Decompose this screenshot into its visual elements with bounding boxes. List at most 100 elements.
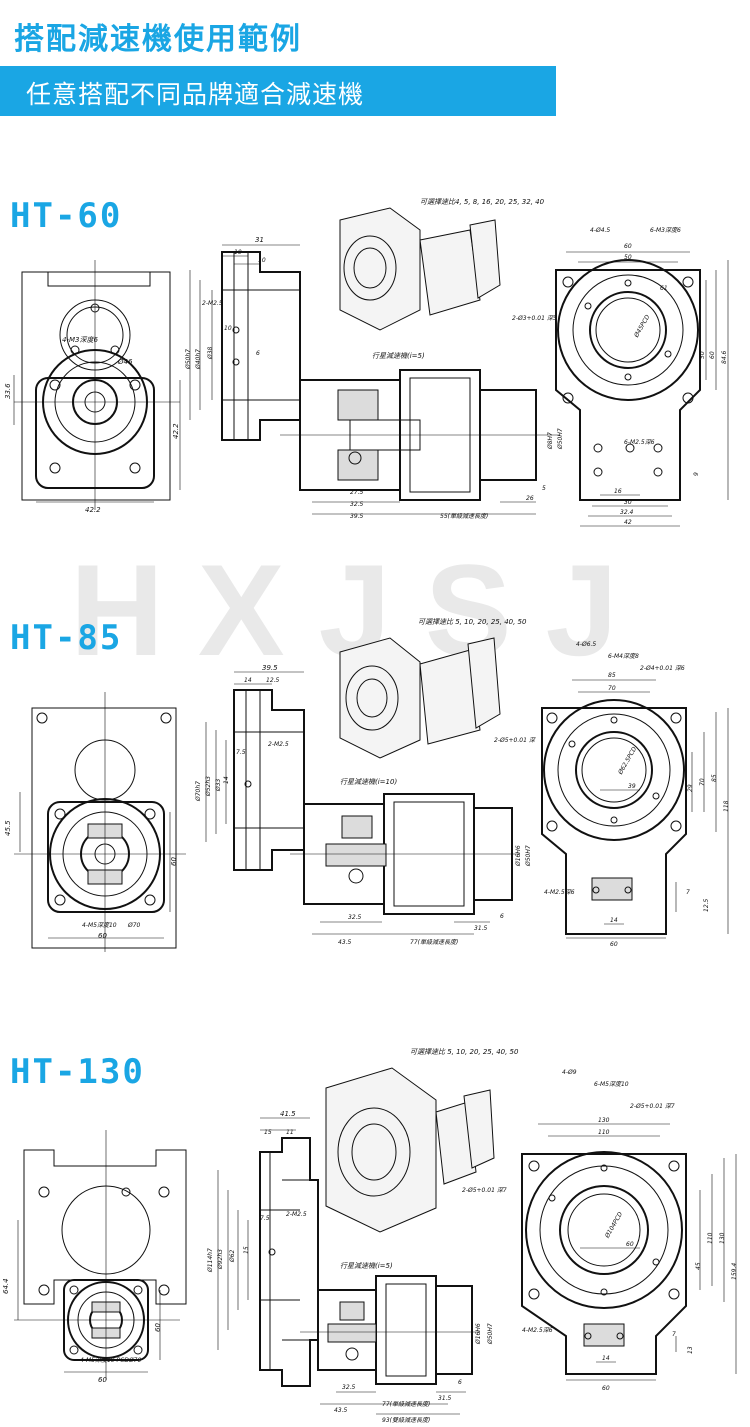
gear-o16-ht130: Ø16H6 <box>475 1323 482 1345</box>
right-d7-ht130: 7 <box>672 1331 676 1338</box>
drawing-ht60: 4-M3深度6 Ø46 33.6 42.2 42.2 31 10 10 2-M2… <box>4 198 729 527</box>
model-title-ht60: HT-60 <box>10 196 123 236</box>
front-hole-ht85: 4-M5深度10 <box>82 921 117 929</box>
front-view-ht60 <box>13 260 181 510</box>
gear-dim-5: 5 <box>542 485 546 492</box>
model-title-ht85: HT-85 <box>10 618 123 658</box>
gear-assembly-ht130 <box>300 1275 480 1415</box>
isometric-motor-ht130 <box>325 1067 495 1233</box>
gear-dim-43-5-ht130: 43.5 <box>334 1407 348 1414</box>
side-o52-ht85: Ø52h3 <box>205 776 212 797</box>
isometric-motor-ht60 <box>339 207 501 331</box>
right-d9-ht60: 9 <box>693 472 700 476</box>
side-view-ht60 <box>189 244 301 441</box>
right-d130-ht130: 130 <box>598 1117 610 1124</box>
gear-dim-31-5-ht130: 31.5 <box>438 1395 452 1402</box>
right-d60b-ht130: 60 <box>602 1385 610 1392</box>
ratio-note-ht60: 可選擇速比4, 5, 8, 16, 20, 25, 32, 40 <box>420 198 545 206</box>
side-l10-ht60: 10 <box>224 325 232 332</box>
right-d60-ht85: 60 <box>610 941 618 948</box>
page-title: 搭配減速機使用範例 <box>14 22 302 57</box>
side-o70-ht85: Ø70h7 <box>195 781 202 802</box>
side-l75-ht85: 7.5 <box>236 749 246 756</box>
right-pcd-ht60: Ø45PCD <box>633 313 652 339</box>
gear-dim-77-ht130: 77(單級減速長度) <box>382 1400 430 1408</box>
gear-dim-6-ht130: 6 <box>458 1379 462 1386</box>
right-d60-ht130: 60 <box>626 1241 634 1248</box>
planetary-label-ht60: 行星減速機(i=5) <box>372 352 425 360</box>
right-holes-ht85: 4-Ø6.5 <box>576 641 596 648</box>
right-pin-ht60: 2-Ø3+0.01 深5 <box>512 315 557 322</box>
right-m4-ht85: 6-M4深度8 <box>608 652 639 660</box>
side-o40-ht60: Ø40h7 <box>195 349 202 370</box>
right-d32-ht60: 32.4 <box>620 509 634 516</box>
gear-dim-55: 55(單級減速長度) <box>440 512 488 520</box>
gear-o8-ht60: Ø8H7 <box>547 432 554 450</box>
front-pcd-label-ht60: Ø46 <box>117 358 133 366</box>
right-face-view-ht60 <box>555 251 729 527</box>
gear-dim-43-5-ht85: 43.5 <box>338 939 352 946</box>
front-dim-ht130-a: 64.4 <box>2 1278 10 1294</box>
side-o114-ht130: Ø114h7 <box>207 1248 214 1273</box>
ratio-note-ht85: 可選擇速比 5, 10, 20, 25, 40, 50 <box>418 618 527 626</box>
gear-assembly-ht85 <box>290 793 520 935</box>
right-d60v-ht60: 60 <box>709 351 716 359</box>
side-m2-ht60: 2-M2.5 <box>202 300 223 307</box>
side-dim-39-5: 39.5 <box>262 664 278 672</box>
right-tap-ht130: 4-M2.5深6 <box>522 1327 553 1334</box>
right-d30-ht60: 30 <box>624 499 632 506</box>
gear-o50-ht60: Ø50H7 <box>557 428 564 450</box>
ratio-note-ht130: 可選擇速比 5, 10, 20, 25, 40, 50 <box>410 1048 519 1056</box>
gear-dim-32-5: 32.5 <box>350 501 364 508</box>
right-d14-ht85: 14 <box>610 917 618 924</box>
right-d110v-ht130: 110 <box>707 1232 714 1244</box>
right-face-view-ht85 <box>541 679 729 939</box>
right-pin-left-ht130: 2-Ø5+0.01 深7 <box>462 1187 507 1194</box>
side-view-ht85 <box>205 671 305 871</box>
right-d12-ht85: 12.5 <box>703 898 710 912</box>
side-l75-ht130: 7.5 <box>260 1215 270 1222</box>
front-dim-ht60-c: 42.2 <box>85 506 101 514</box>
side-l15-ht130: 15 <box>243 1246 250 1254</box>
front-dim-ht85-a: 45.5 <box>4 820 12 836</box>
gear-dim-6-ht85: 6 <box>500 913 504 920</box>
right-pcd-ht85: Ø62.5PCD <box>617 745 639 776</box>
right-d42-ht60: 42 <box>624 519 632 526</box>
gear-dim-31-5-ht85: 31.5 <box>474 925 488 932</box>
front-dim-ht85-b: 60 <box>170 857 178 866</box>
right-d70v-ht85: 70 <box>699 778 706 786</box>
gear-dim-93-ht130: 93(雙級減速長度) <box>382 1416 430 1424</box>
right-face-view-ht130 <box>521 1123 737 1381</box>
right-d60-ht60: 60 <box>624 243 632 250</box>
right-m3-ht60: 6-M3深度6 <box>650 226 681 234</box>
right-d110-ht130: 110 <box>598 1129 610 1136</box>
right-d85v-ht85: 85 <box>711 774 718 782</box>
gear-o50-ht130: Ø50H7 <box>487 1323 494 1345</box>
right-holes-ht130: 4-Ø9 <box>562 1069 577 1076</box>
front-hole-label-ht60: 4-M3深度6 <box>62 336 98 344</box>
side-dim-12-5: 12.5 <box>266 677 280 684</box>
front-view-ht130 <box>14 1130 187 1380</box>
right-d118-ht85: 118 <box>723 800 730 812</box>
right-holes-ht60: 4-Ø4.5 <box>590 227 610 234</box>
right-d50v-ht60: 50 <box>699 351 706 359</box>
side-dim-10b: 10 <box>258 257 266 264</box>
side-l6-ht60: 6 <box>256 350 260 357</box>
isometric-motor-ht85 <box>339 637 501 759</box>
subtitle-banner: 任意搭配不同品牌適合減速機 <box>0 66 556 116</box>
gear-dim-32-5-ht85: 32.5 <box>348 914 362 921</box>
right-pin-ht85: 2-Ø4+0.01 深6 <box>640 665 685 672</box>
subtitle-text: 任意搭配不同品牌適合減速機 <box>26 80 365 109</box>
gear-dim-32-5-ht130: 32.5 <box>342 1384 356 1391</box>
side-o50-ht60: Ø50h7 <box>185 349 192 370</box>
planetary-label-ht130: 行星減速機(i=5) <box>340 1262 393 1270</box>
gear-dim-39-5: 39.5 <box>350 513 364 520</box>
right-d70-ht85: 70 <box>608 685 616 692</box>
right-tap-ht85: 4-M2.5深6 <box>544 889 575 896</box>
front-dim-ht130-b: 60 <box>154 1323 162 1332</box>
right-pin2-ht85: 2-Ø5+0.01 深 <box>494 737 536 744</box>
front-pcd-ht85: Ø70 <box>127 922 141 929</box>
right-d61-ht60: 61 <box>660 285 668 292</box>
side-dim-14: 14 <box>244 677 252 684</box>
front-dim-ht60-a: 33.6 <box>4 383 12 399</box>
